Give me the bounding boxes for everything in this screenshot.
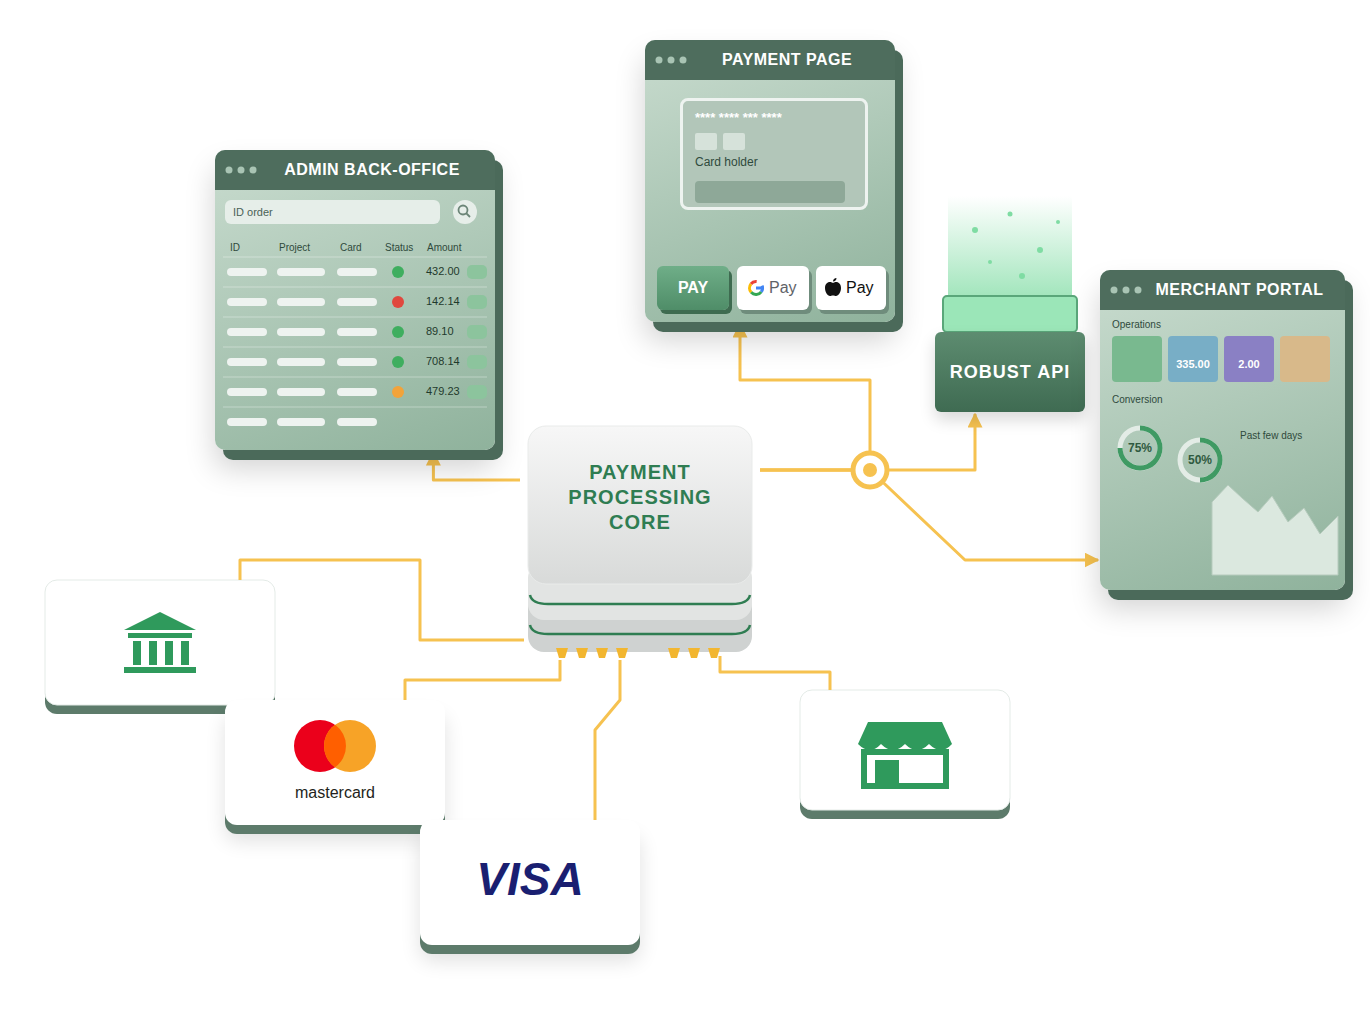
card-form: **** **** *** ****Card holder <box>680 98 868 210</box>
panel-label: 708.14 <box>426 355 460 367</box>
node-title: PAYMENT PROCESSING CORE <box>560 420 720 535</box>
store-wire <box>720 656 830 690</box>
flow-connector <box>595 660 620 820</box>
flow-connector <box>405 660 560 700</box>
node-title: MERCHANT PORTAL <box>1100 270 1345 310</box>
panel-label: Amount <box>427 242 461 253</box>
card-brand-tile: mastercard <box>225 700 445 825</box>
panel-label: Project <box>279 242 310 253</box>
panel-label: Status <box>385 242 413 253</box>
node-title: Pay <box>737 266 809 310</box>
core-chip: PAYMENT PROCESSING CORE <box>520 420 760 660</box>
panel-label: 479.23 <box>426 385 460 397</box>
node-title: 2.00 <box>1224 336 1274 370</box>
panel-artwork <box>520 420 760 660</box>
panel-label: Card <box>340 242 362 253</box>
apple-pay-button: Pay <box>816 266 886 310</box>
store-tile <box>800 690 1010 819</box>
panel-label: ID <box>230 242 240 253</box>
node-title: ADMIN BACK-OFFICE <box>215 150 495 190</box>
node-title: PAYMENT PAGE <box>645 40 895 80</box>
panel-label: 89.10 <box>426 325 454 337</box>
panel-label: ID order <box>233 206 273 218</box>
bank-tile <box>45 580 275 714</box>
panel-label: Past few days <box>1240 430 1302 441</box>
node-title: 335.00 <box>1168 336 1218 370</box>
admin-screen: ADMIN BACK-OFFICE ID orderID Project Card St… <box>215 150 495 450</box>
api-block: ROBUST API <box>935 332 1085 412</box>
panel-label: 432.00 <box>426 265 460 277</box>
panel-label: 142.14 <box>426 295 460 307</box>
stat-tile: 335.00 <box>1168 336 1218 382</box>
node-text: Card holder <box>683 125 865 169</box>
node-title: VISA <box>420 820 640 906</box>
google-pay-button: Pay <box>737 266 809 310</box>
bank-wire <box>240 560 524 640</box>
node-title: mastercard <box>225 700 445 802</box>
panel-artwork <box>225 700 445 825</box>
flow-connector <box>433 452 520 480</box>
panel-label: Operations <box>1112 319 1161 330</box>
panel-artwork <box>1100 270 1345 590</box>
pay-button: PAY <box>657 266 729 310</box>
flow-connector <box>760 470 1098 560</box>
api-glow <box>943 196 1077 332</box>
card-brand-tile: VISA <box>420 820 640 945</box>
node-title: ROBUST API <box>935 332 1085 412</box>
panel-label: 50% <box>1180 453 1220 467</box>
panel-label: Conversion <box>1112 394 1163 405</box>
merchant-screen: 335.002.00 MERCHANT PORTAL OperationsConve… <box>1100 270 1345 590</box>
node-title: PAY <box>657 266 729 310</box>
panel-label: 75% <box>1120 441 1160 455</box>
flow-connector <box>740 324 870 470</box>
stat-tile: 2.00 <box>1224 336 1274 382</box>
node-title: Pay <box>816 266 886 310</box>
payment-screen: **** **** *** ****Card holderPAYPayPayPA… <box>645 40 895 322</box>
node-title: **** **** *** **** <box>683 101 865 125</box>
